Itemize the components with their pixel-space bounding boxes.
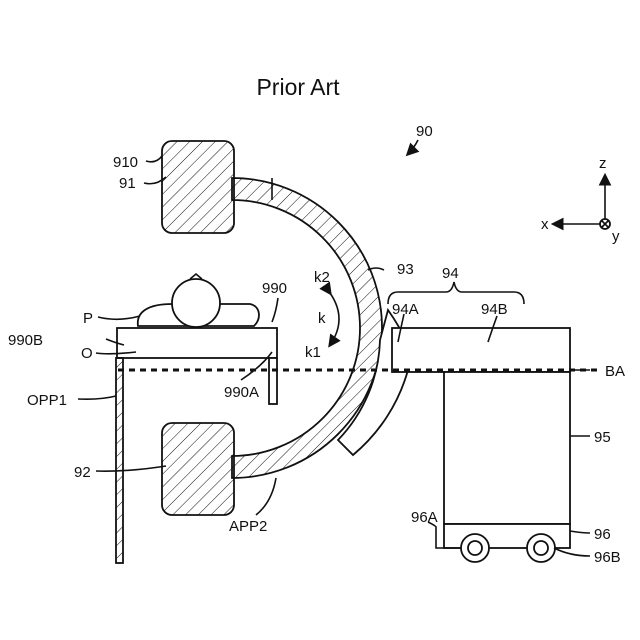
- label-96A: 96A: [411, 509, 438, 526]
- leader-APP2: [256, 478, 276, 515]
- label-k1: k1: [305, 344, 321, 361]
- label-91: 91: [119, 175, 136, 192]
- label-95: 95: [594, 429, 611, 446]
- leader-OPP1: [78, 396, 116, 399]
- label-92: 92: [74, 464, 91, 481]
- label-96B: 96B: [594, 549, 621, 566]
- label-93: 93: [397, 261, 414, 278]
- label-BA: BA: [605, 363, 625, 380]
- leader-910: [146, 156, 162, 162]
- label-990: 990: [262, 280, 287, 297]
- y-axis-label: y: [612, 228, 620, 245]
- xray-unit-92: [162, 423, 234, 515]
- label-k2: k2: [314, 269, 330, 286]
- label-O: O: [81, 345, 93, 362]
- leader-990: [272, 298, 278, 322]
- leader-P: [98, 316, 140, 319]
- label-94A: 94A: [392, 301, 419, 318]
- label-APP2: APP2: [229, 518, 267, 535]
- label-OPP1: OPP1: [27, 392, 67, 409]
- table-edge-990A: [269, 358, 277, 404]
- label-94B: 94B: [481, 301, 508, 318]
- label-94: 94: [442, 265, 459, 282]
- coordinate-axes: z x y: [541, 155, 620, 245]
- figure-title: Prior Art: [256, 74, 340, 100]
- wheel-left-hub: [468, 541, 482, 555]
- table-support-column: [116, 358, 123, 563]
- leader-96B: [554, 548, 590, 556]
- label-90: 90: [416, 123, 433, 140]
- wheel-right-hub: [534, 541, 548, 555]
- label-96: 96: [594, 526, 611, 543]
- table-top: [117, 328, 277, 358]
- patient: [138, 274, 259, 327]
- x-axis-label: x: [541, 216, 549, 233]
- label-k: k: [318, 310, 326, 327]
- leader-92: [96, 466, 166, 471]
- arm-94B: [392, 328, 570, 372]
- patient-head: [172, 279, 220, 327]
- label-P: P: [83, 310, 93, 327]
- leader-93: [368, 268, 384, 270]
- label-910: 910: [113, 154, 138, 171]
- z-axis-label: z: [599, 155, 607, 172]
- leader-90: [408, 140, 418, 154]
- rotation-arrow-k: [330, 293, 339, 345]
- label-990A: 990A: [224, 384, 259, 401]
- base-unit-95: [444, 372, 570, 524]
- label-990B: 990B: [8, 332, 43, 349]
- xray-unit-91: [162, 141, 234, 233]
- leader-96: [570, 531, 590, 533]
